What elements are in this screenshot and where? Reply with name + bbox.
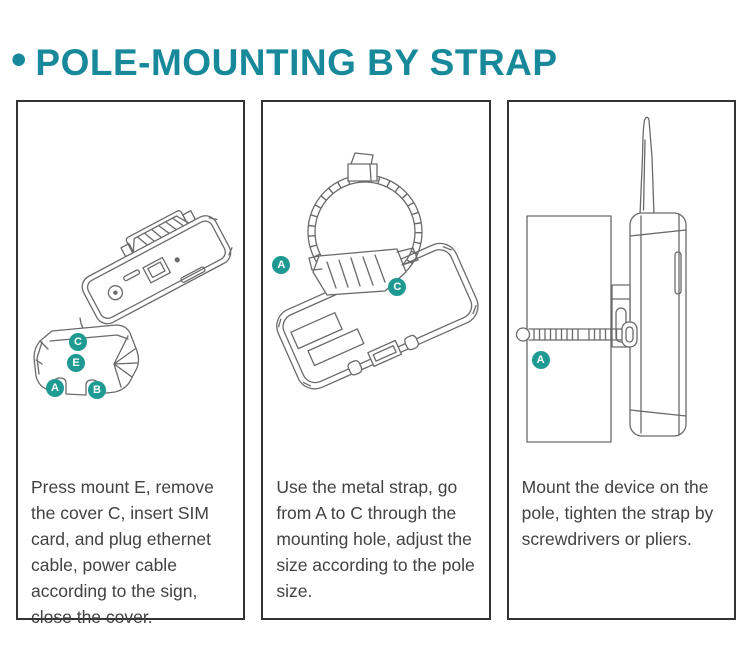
section-header: • POLE-MOUNTING BY STRAP — [11, 34, 558, 84]
label-badge-a: A — [46, 379, 64, 397]
label-badge-c: C — [388, 278, 407, 296]
device-mounted-on-pole-illustration — [515, 116, 687, 443]
label-badge-b: B — [88, 381, 106, 399]
page-title: POLE-MOUNTING BY STRAP — [35, 42, 558, 83]
step-3-figure: A — [509, 102, 734, 460]
manual-page: • POLE-MOUNTING BY STRAP — [11, 34, 736, 627]
label-badge-a: A — [531, 351, 550, 369]
step-1-figure: C E A B — [18, 102, 243, 460]
label-badge-a: A — [272, 256, 291, 274]
step-1-panel: C E A B Press mount E, remove the cover … — [16, 100, 246, 627]
step-3-caption: Mount the device on the pole, tighten th… — [521, 477, 714, 549]
step-2-caption: Use the metal strap, go from A to C thro… — [276, 477, 475, 601]
steps-row: C E A B Press mount E, remove the cover … — [16, 100, 736, 627]
device-with-cover-removed-illustration — [33, 210, 233, 396]
step-1-caption: Press mount E, remove the cover C, inser… — [31, 477, 214, 627]
label-badge-e: E — [67, 354, 85, 372]
step-2-figure: A C — [263, 102, 488, 460]
step-3-panel: A Mount the device on the pole, tighten … — [506, 100, 736, 620]
label-badge-c: C — [69, 333, 87, 351]
step-2-panel: A C Use the metal strap, go from A to C … — [261, 100, 491, 620]
device-with-metal-strap-illustration — [276, 152, 479, 390]
